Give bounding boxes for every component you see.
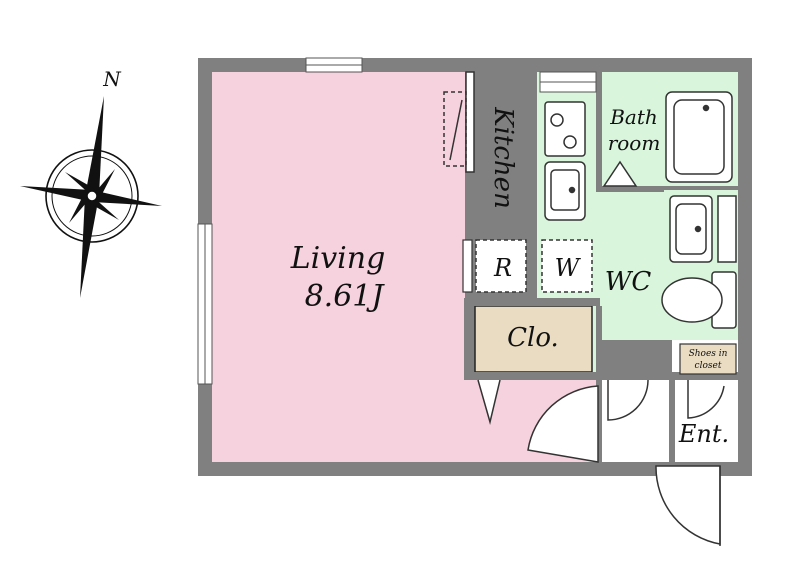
closet-label: Clo. [507,323,559,353]
compass-west-point [20,186,92,202]
closet-door-swing [607,379,649,421]
living-room-size: 8.61J [305,279,386,314]
wc-fixtures [661,195,737,329]
hallway-door-swing [527,385,599,463]
fridge-space [475,239,527,293]
bathroom-label-line2: room [608,131,661,155]
shoes-closet-label-line1: Shoes in [689,349,728,359]
bathroom-label-line1: Bath [609,105,658,129]
living-door-swing [477,379,501,425]
kitchen-cabinet [443,91,467,167]
toilet-bowl [661,277,723,323]
shoes-closet-label-line2: closet [695,361,722,371]
bathroom-door-swing [602,160,638,187]
shoes-closet [679,343,737,375]
fridge-label: R [493,254,512,282]
fridge-side-panel [462,239,473,293]
washer-label: W [555,254,582,282]
interior-walls [464,72,738,464]
washer-space [541,239,593,293]
doors [477,379,725,546]
windows [197,57,597,385]
room-labels: Living 8.61J Kitchen Bath room WC Clo. R… [290,105,729,448]
compass-north-point [85,96,104,196]
bath-fixtures [602,91,733,187]
living-room-floor [212,72,465,462]
compass-east-point [92,190,162,206]
entrance-label: Ent. [678,420,729,448]
compass-south-point [80,196,99,298]
kitchen-label: Kitchen [488,106,518,209]
wash-basin [669,195,713,263]
north-label: N [102,67,122,91]
wc-storage-cabinet [717,195,737,263]
wc-label: WC [605,267,652,297]
shoes-closet-door-swing [687,380,725,419]
closet-floor [474,305,593,373]
kitchen-fixtures [443,71,586,221]
bathtub [665,91,733,183]
stove-burner-icon [550,113,564,127]
entrance-door-swing [655,465,721,545]
living-room-label: Living [290,241,386,276]
compass-rose: N [20,67,162,298]
stove-burner-icon [563,135,577,149]
kitchen-sink [544,161,586,221]
kitchen-wall-panel [465,71,475,173]
stove [544,101,586,157]
